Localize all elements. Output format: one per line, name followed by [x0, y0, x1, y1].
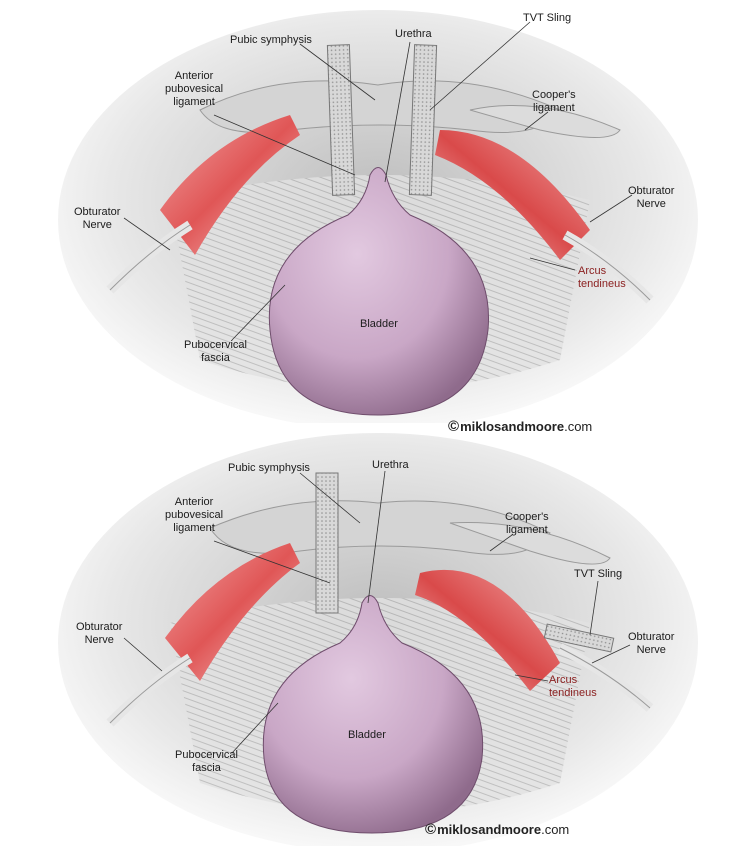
leader-lines	[123, 470, 631, 754]
tvt-sling-obturator-arm	[543, 623, 615, 653]
label-obturator-nerve-right: Obturator Nerve	[628, 631, 675, 656]
diagram-panel-retropubic: Pubic symphysis Urethra TVT Sling Anteri…	[0, 0, 756, 435]
label-tvt-sling: TVT Sling	[574, 568, 623, 580]
label-pubic-symphysis: Pubic symphysis	[230, 34, 312, 46]
anatomy-illustration	[58, 433, 698, 846]
right-obturator-muscle	[435, 130, 590, 260]
coopers-ligament-shape	[449, 521, 611, 565]
label-obturator-nerve-left: Obturator Nerve	[76, 621, 123, 646]
left-obturator-muscle	[160, 115, 300, 255]
coopers-ligament-shape	[469, 105, 621, 138]
label-bladder: Bladder	[348, 729, 386, 741]
label-urethra: Urethra	[395, 28, 432, 40]
label-arcus-tendineus: Arcus tendineus	[578, 265, 626, 290]
label-obturator-nerve-right: Obturator Nerve	[628, 185, 675, 210]
watermark: ©miklosandmoore.com	[448, 418, 593, 435]
watermark: ©miklosandmoore.com	[425, 821, 570, 838]
tvt-sling-left-arm	[326, 44, 356, 196]
left-obturator-muscle	[165, 543, 300, 681]
label-coopers-ligament: Cooper's ligament	[505, 511, 549, 536]
label-tvt-sling: TVT Sling	[523, 12, 572, 24]
diagram-panel-transobturator: Pubic symphysis Urethra TVT Sling Anteri…	[0, 423, 756, 846]
label-coopers-ligament: Cooper's ligament	[532, 89, 576, 114]
label-arcus-tendineus: Arcus tendineus	[549, 674, 597, 699]
tvt-sling-retropubic-arm	[315, 472, 339, 614]
label-pubocervical-fascia: Pubocervical fascia	[184, 339, 247, 364]
leader-lines	[123, 21, 633, 341]
label-obturator-nerve-left: Obturator Nerve	[74, 206, 121, 231]
label-pubocervical-fascia: Pubocervical fascia	[175, 749, 238, 774]
label-pubic-symphysis: Pubic symphysis	[228, 462, 310, 474]
tvt-sling-right-arm	[408, 44, 438, 196]
label-bladder: Bladder	[360, 318, 398, 330]
label-anterior-pubovesical-ligament: Anterior pubovesical ligament	[165, 496, 224, 534]
bladder-shape	[262, 595, 484, 834]
bladder-shape	[268, 167, 490, 416]
right-obturator-muscle	[415, 569, 560, 691]
label-anterior-pubovesical-ligament: Anterior pubovesical ligament	[165, 70, 224, 108]
anatomy-illustration	[58, 10, 698, 423]
label-urethra: Urethra	[372, 459, 409, 471]
